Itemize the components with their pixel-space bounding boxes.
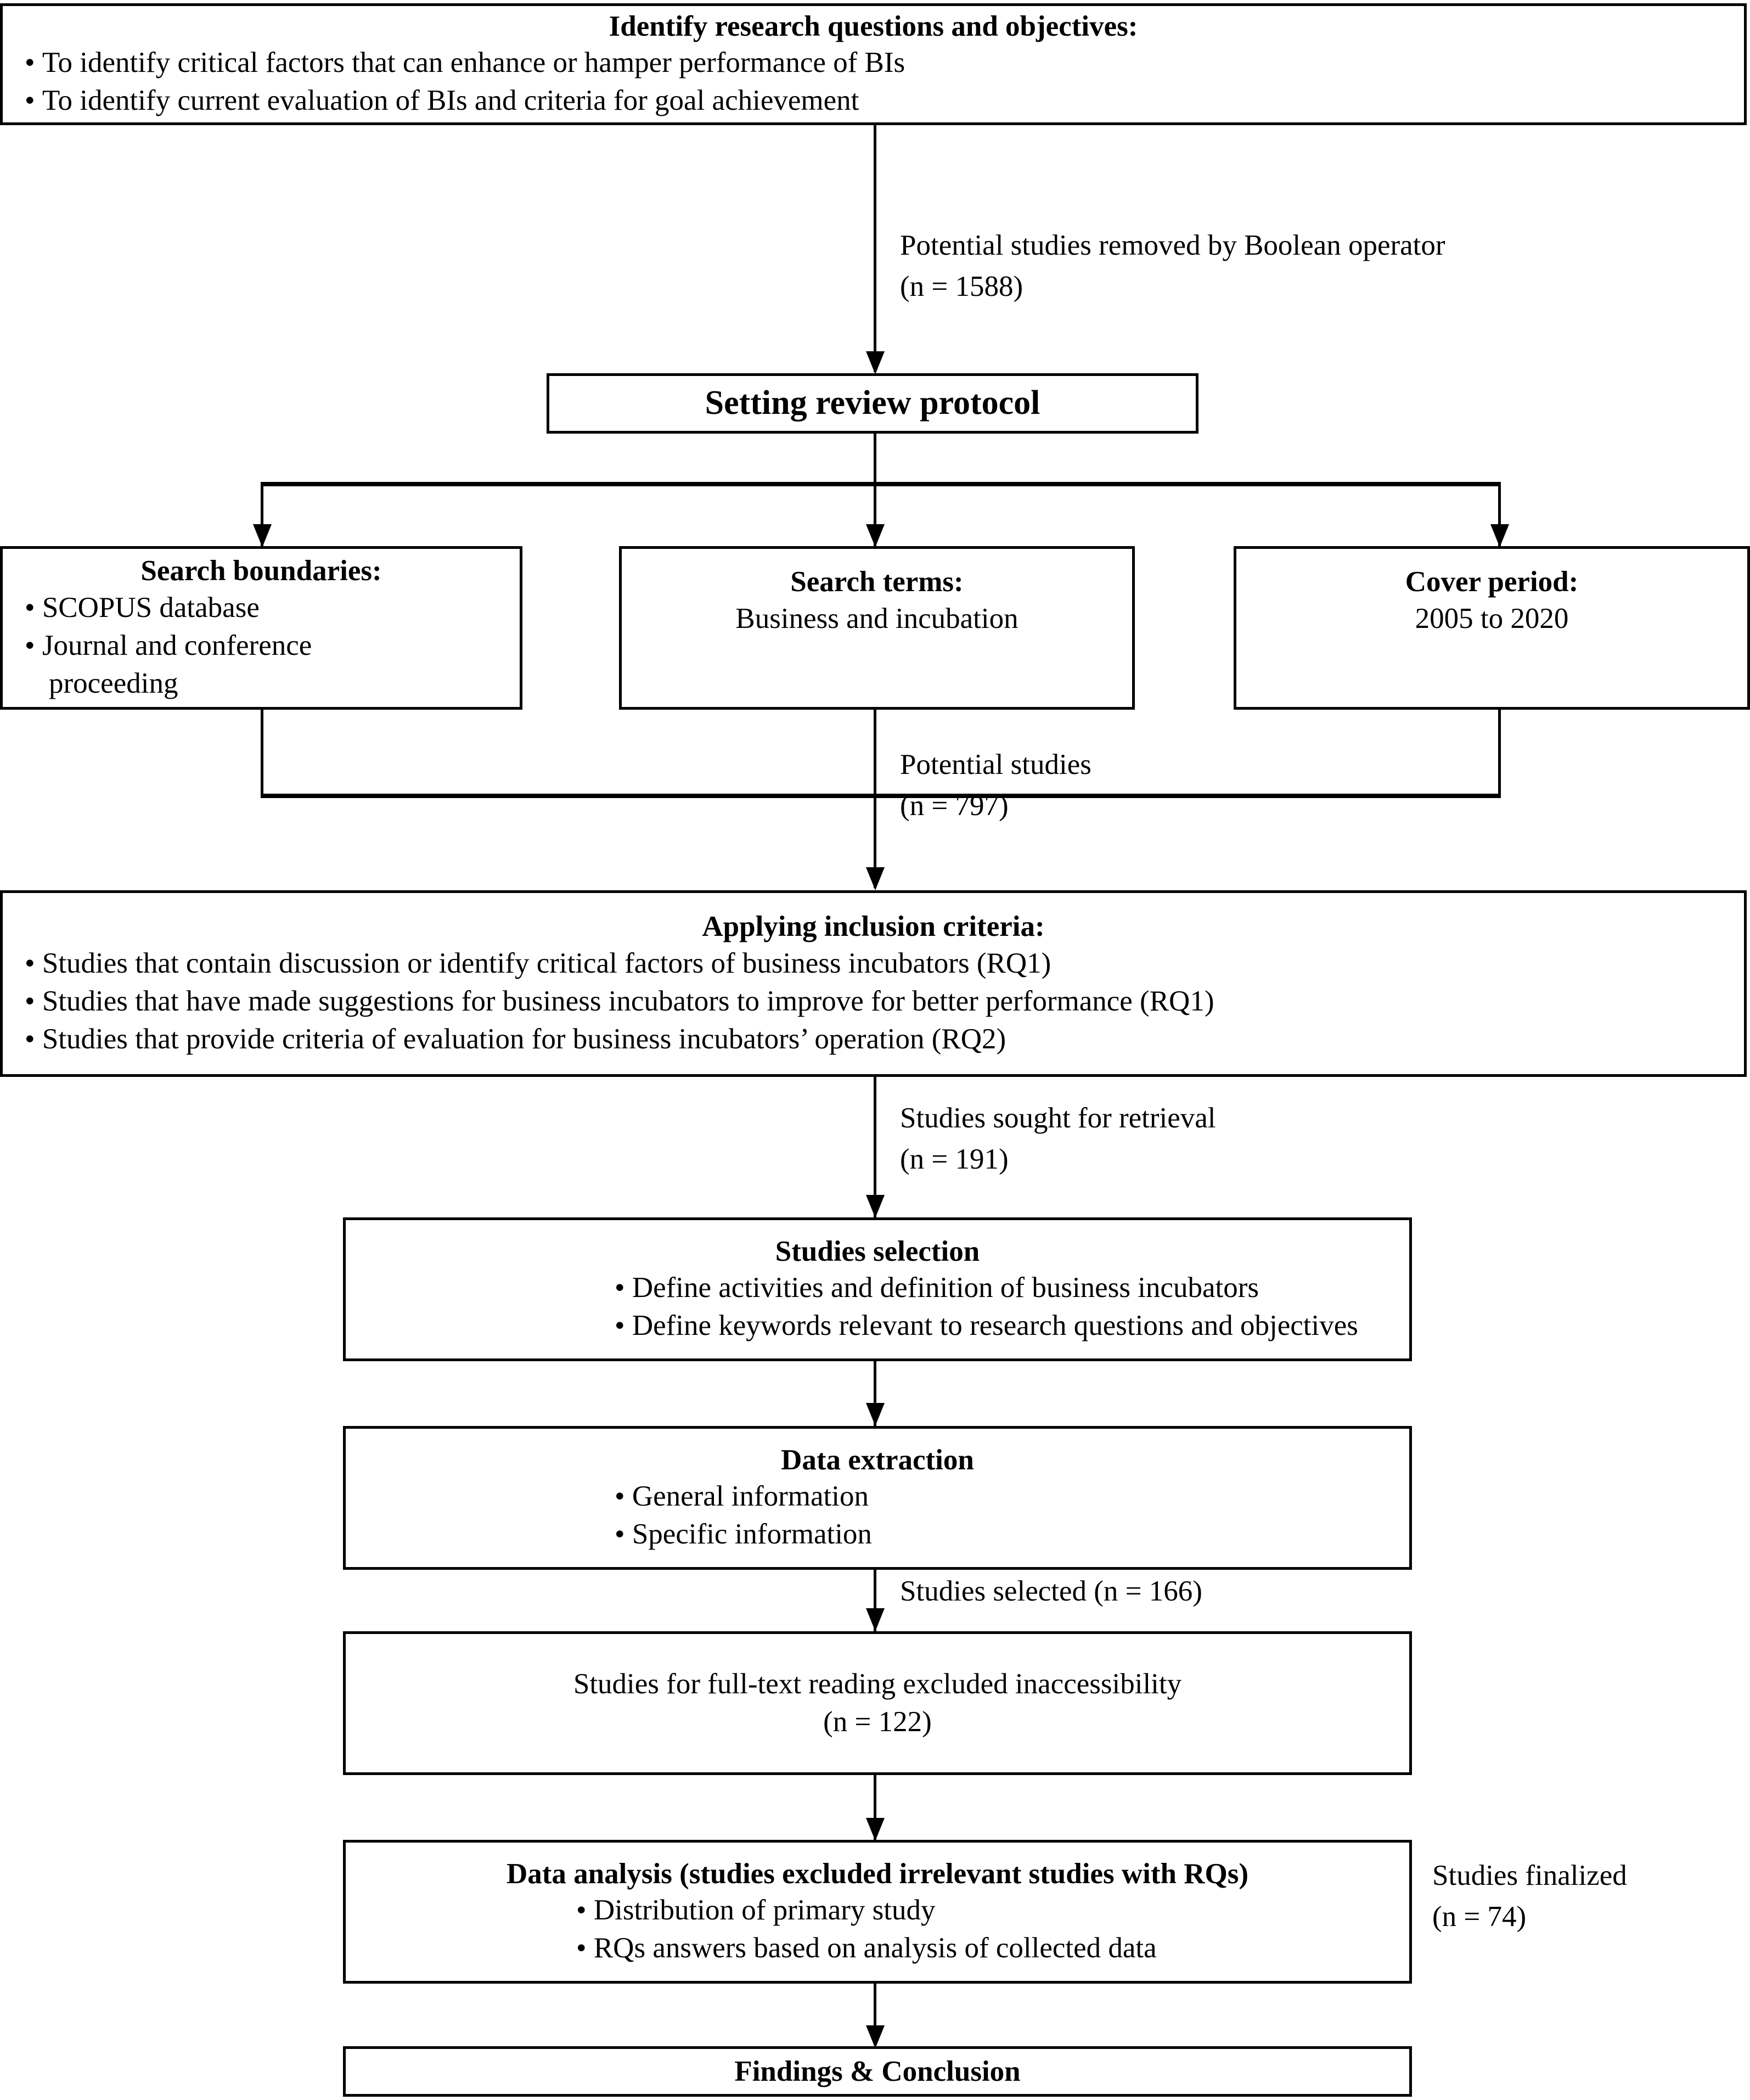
arrow-down-icon	[1490, 524, 1509, 547]
bullet-item: Specific information	[615, 1515, 1678, 1553]
node-cover-period-body: 2005 to 2020	[1415, 602, 1569, 635]
bullet-item: Journal and conference	[25, 627, 542, 665]
node-search-boundaries-bullets: SCOPUS database Journal and conference p…	[3, 589, 542, 703]
bullet-item: Distribution of primary study	[576, 1891, 1640, 1929]
connector-bus-to-search-boundaries	[261, 482, 263, 548]
node-objectives-bullets: To identify critical factors that can en…	[3, 44, 1750, 120]
arrow-down-icon	[253, 524, 272, 547]
node-data-analysis: Data analysis (studies excluded irreleva…	[343, 1840, 1412, 1984]
node-search-boundaries-title: Search boundaries:	[140, 555, 382, 587]
arrow-down-icon	[866, 1818, 885, 1841]
connector-merge-bus	[261, 794, 1501, 798]
arrow-down-icon	[866, 351, 885, 374]
connector-inclusion-to-selection	[874, 1077, 876, 1220]
connector-analysis-to-findings	[874, 1984, 876, 2045]
bullet-item: To identify current evaluation of BIs an…	[25, 82, 1750, 120]
connector-objectives-protocol	[874, 125, 876, 372]
node-studies-selection: Studies selection Define activities and …	[343, 1217, 1412, 1361]
node-search-terms-body: Business and incubation	[735, 602, 1019, 635]
connector-protocol-stem	[874, 434, 876, 484]
node-protocol: Setting review protocol	[547, 373, 1198, 434]
node-full-text-line1: Studies for full-text reading excluded i…	[573, 1668, 1182, 1700]
node-full-text-line2: (n = 122)	[823, 1706, 932, 1738]
arrow-down-icon	[866, 2025, 885, 2048]
node-search-terms-title: Search terms:	[790, 566, 964, 598]
node-studies-selection-bullets: Define activities and definition of busi…	[346, 1269, 1678, 1345]
node-inclusion-criteria: Applying inclusion criteria: Studies tha…	[0, 890, 1747, 1077]
arrow-down-icon	[866, 1608, 885, 1631]
node-findings-conclusion-title: Findings & Conclusion	[734, 2055, 1021, 2087]
edge-label-potential-studies: Potential studies (n = 797)	[900, 749, 1091, 822]
bullet-item: To identify critical factors that can en…	[25, 44, 1750, 82]
arrow-down-icon	[866, 867, 885, 890]
node-full-text-reading: Studies for full-text reading excluded i…	[343, 1631, 1412, 1775]
node-cover-period-title: Cover period:	[1405, 566, 1579, 598]
node-search-boundaries: Search boundaries: SCOPUS database Journ…	[0, 546, 522, 710]
edge-label-studies-finalized: Studies finalized (n = 74)	[1432, 1860, 1627, 1933]
bullet-continuation: proceeding	[49, 667, 178, 699]
edge-label-boolean-removed: Potential studies removed by Boolean ope…	[900, 229, 1445, 303]
connector-merge-to-inclusion	[874, 794, 876, 888]
arrow-down-icon	[866, 1195, 885, 1218]
node-data-extraction-title: Data extraction	[781, 1444, 974, 1476]
node-data-analysis-bullets: Distribution of primary study RQs answer…	[346, 1891, 1640, 1967]
bullet-item: Studies that provide criteria of evaluat…	[25, 1020, 1750, 1058]
connector-search-terms-down	[874, 710, 876, 796]
bullet-item: Studies that have made suggestions for b…	[25, 982, 1750, 1020]
arrow-down-icon	[866, 1403, 885, 1426]
connector-bus-to-cover-period	[1498, 482, 1501, 548]
node-inclusion-criteria-title: Applying inclusion criteria:	[702, 911, 1045, 943]
connector-selection-to-extraction	[874, 1361, 876, 1426]
node-objectives: Identify research questions and objectiv…	[0, 3, 1747, 125]
bullet-item: Define keywords relevant to research que…	[615, 1307, 1678, 1345]
node-cover-period: Cover period: 2005 to 2020	[1234, 546, 1750, 710]
node-studies-selection-title: Studies selection	[775, 1235, 980, 1267]
bullet-item: RQs answers based on analysis of collect…	[576, 1929, 1640, 1967]
bullet-item: Define activities and definition of busi…	[615, 1269, 1678, 1307]
connector-extraction-to-fulltext	[874, 1570, 876, 1640]
edge-label-studies-selected: Studies selected (n = 166)	[900, 1575, 1202, 1607]
connector-protocol-bus	[261, 482, 1501, 486]
edge-label-sought-retrieval: Studies sought for retrieval (n = 191)	[900, 1102, 1216, 1176]
node-data-extraction-bullets: General information Specific information	[346, 1478, 1678, 1553]
node-inclusion-criteria-bullets: Studies that contain discussion or ident…	[3, 945, 1750, 1058]
connector-fulltext-to-analysis	[874, 1775, 876, 1841]
arrow-down-icon	[866, 524, 885, 547]
node-objectives-title: Identify research questions and objectiv…	[609, 10, 1138, 42]
node-search-terms: Search terms: Business and incubation	[619, 546, 1135, 710]
connector-cover-period-down	[1498, 710, 1501, 796]
node-data-extraction: Data extraction General information Spec…	[343, 1426, 1412, 1570]
connector-search-boundaries-down	[261, 710, 263, 796]
bullet-item: SCOPUS database	[25, 589, 542, 627]
bullet-item: General information	[615, 1478, 1678, 1515]
node-data-analysis-title: Data analysis (studies excluded irreleva…	[506, 1857, 1249, 1890]
bullet-item: Studies that contain discussion or ident…	[25, 945, 1750, 982]
node-protocol-title: Setting review protocol	[705, 384, 1040, 422]
node-findings-conclusion: Findings & Conclusion	[343, 2046, 1412, 2097]
connector-bus-to-search-terms	[874, 482, 876, 548]
